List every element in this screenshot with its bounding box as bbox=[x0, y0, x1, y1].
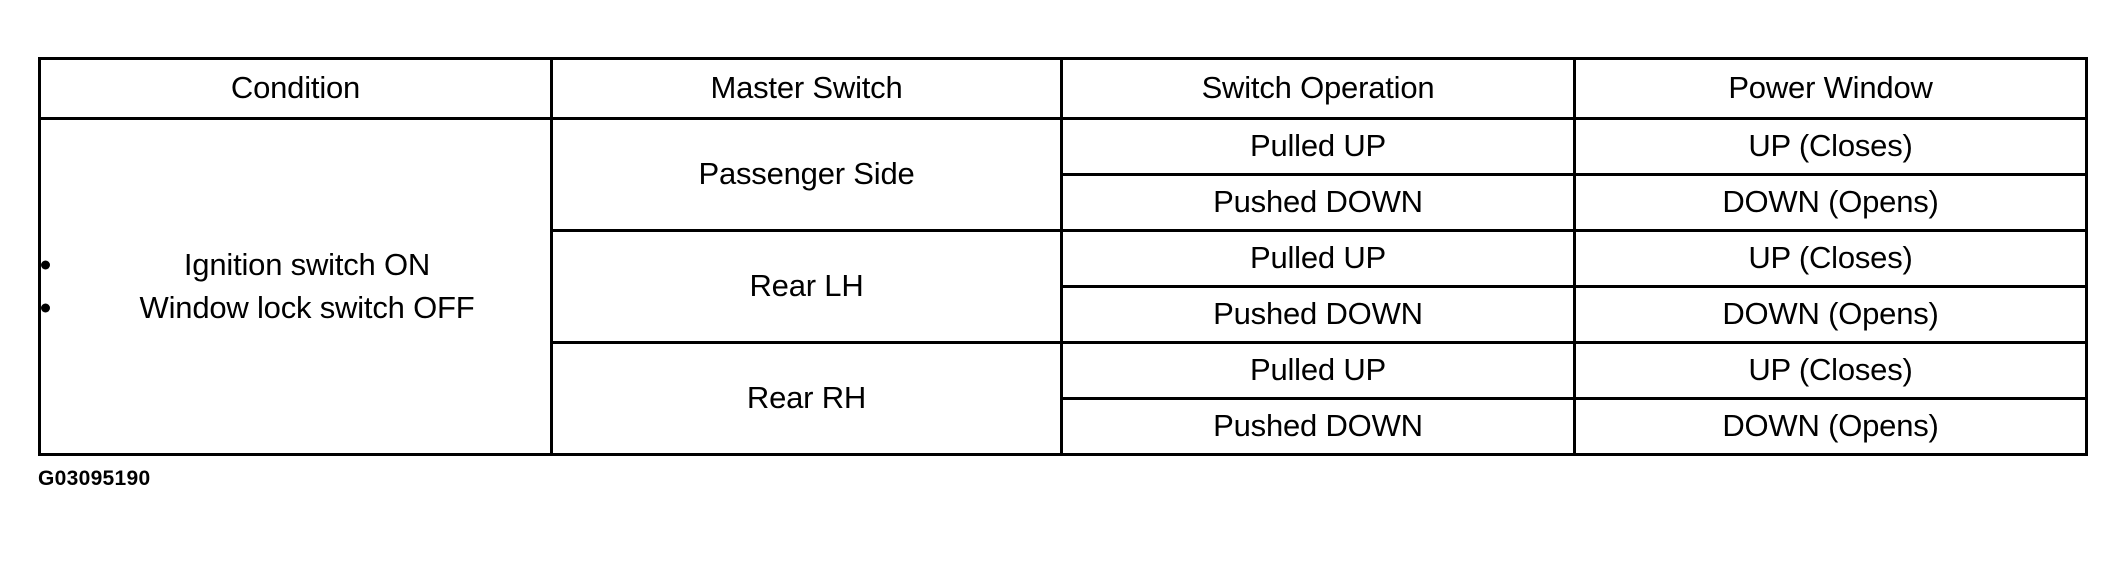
column-header-condition: Condition bbox=[38, 57, 553, 120]
power-window-cell: DOWN (Opens) bbox=[1573, 173, 2088, 232]
table-body: Ignition switch ON Window lock switch OF… bbox=[38, 117, 2088, 456]
column-header-master-switch: Master Switch bbox=[550, 57, 1063, 120]
condition-bullet-text: Window lock switch OFF bbox=[139, 289, 475, 325]
table-row: Rear RH Pulled UP UP (Closes) bbox=[40, 341, 2088, 456]
table-row: Pushed DOWN DOWN (Opens) bbox=[40, 397, 2088, 456]
condition-bullet-list: Ignition switch ON Window lock switch OF… bbox=[41, 247, 550, 326]
table-row: Pushed DOWN DOWN (Opens) bbox=[40, 285, 2088, 344]
switch-operation-cell: Pulled UP bbox=[1060, 117, 1576, 176]
switch-operation-cell: Pushed DOWN bbox=[1060, 285, 1576, 344]
switch-operation-cell: Pulled UP bbox=[1060, 341, 1576, 400]
power-window-cell: DOWN (Opens) bbox=[1573, 285, 2088, 344]
power-window-cell: UP (Closes) bbox=[1573, 229, 2088, 288]
switch-operation-cell: Pushed DOWN bbox=[1060, 173, 1576, 232]
table-row: Rear LH Pulled UP UP (Closes) bbox=[40, 229, 2088, 344]
table-row: Ignition switch ON Window lock switch OF… bbox=[38, 117, 2088, 456]
bullet-dot-icon bbox=[41, 303, 50, 313]
column-header-power-window: Power Window bbox=[1573, 57, 2088, 120]
table-header-row: Condition Master Switch Switch Operation… bbox=[38, 57, 2088, 120]
switch-operation-cell: Pulled UP bbox=[1060, 229, 1576, 288]
switch-operation-cell: Pushed DOWN bbox=[1060, 397, 1576, 456]
power-window-operation-table: Condition Master Switch Switch Operation… bbox=[38, 57, 2088, 456]
condition-cell: Ignition switch ON Window lock switch OF… bbox=[38, 117, 553, 456]
figure-caption: G03095190 bbox=[38, 467, 151, 490]
list-item: Window lock switch OFF bbox=[41, 290, 550, 327]
condition-bullet-text: Ignition switch ON bbox=[183, 246, 431, 282]
list-item: Ignition switch ON bbox=[41, 247, 550, 284]
master-switch-cell: Passenger Side bbox=[550, 117, 1063, 232]
table-row: Pushed DOWN DOWN (Opens) bbox=[40, 173, 2088, 232]
power-window-cell: UP (Closes) bbox=[1573, 341, 2088, 400]
power-window-cell: DOWN (Opens) bbox=[1573, 397, 2088, 456]
column-header-switch-operation: Switch Operation bbox=[1060, 57, 1576, 120]
table-header: Condition Master Switch Switch Operation… bbox=[38, 57, 2088, 120]
master-switch-cell: Rear LH bbox=[550, 229, 1063, 344]
bullet-dot-icon bbox=[41, 260, 50, 270]
power-window-cell: UP (Closes) bbox=[1573, 117, 2088, 176]
master-switch-cell: Rear RH bbox=[550, 341, 1063, 456]
